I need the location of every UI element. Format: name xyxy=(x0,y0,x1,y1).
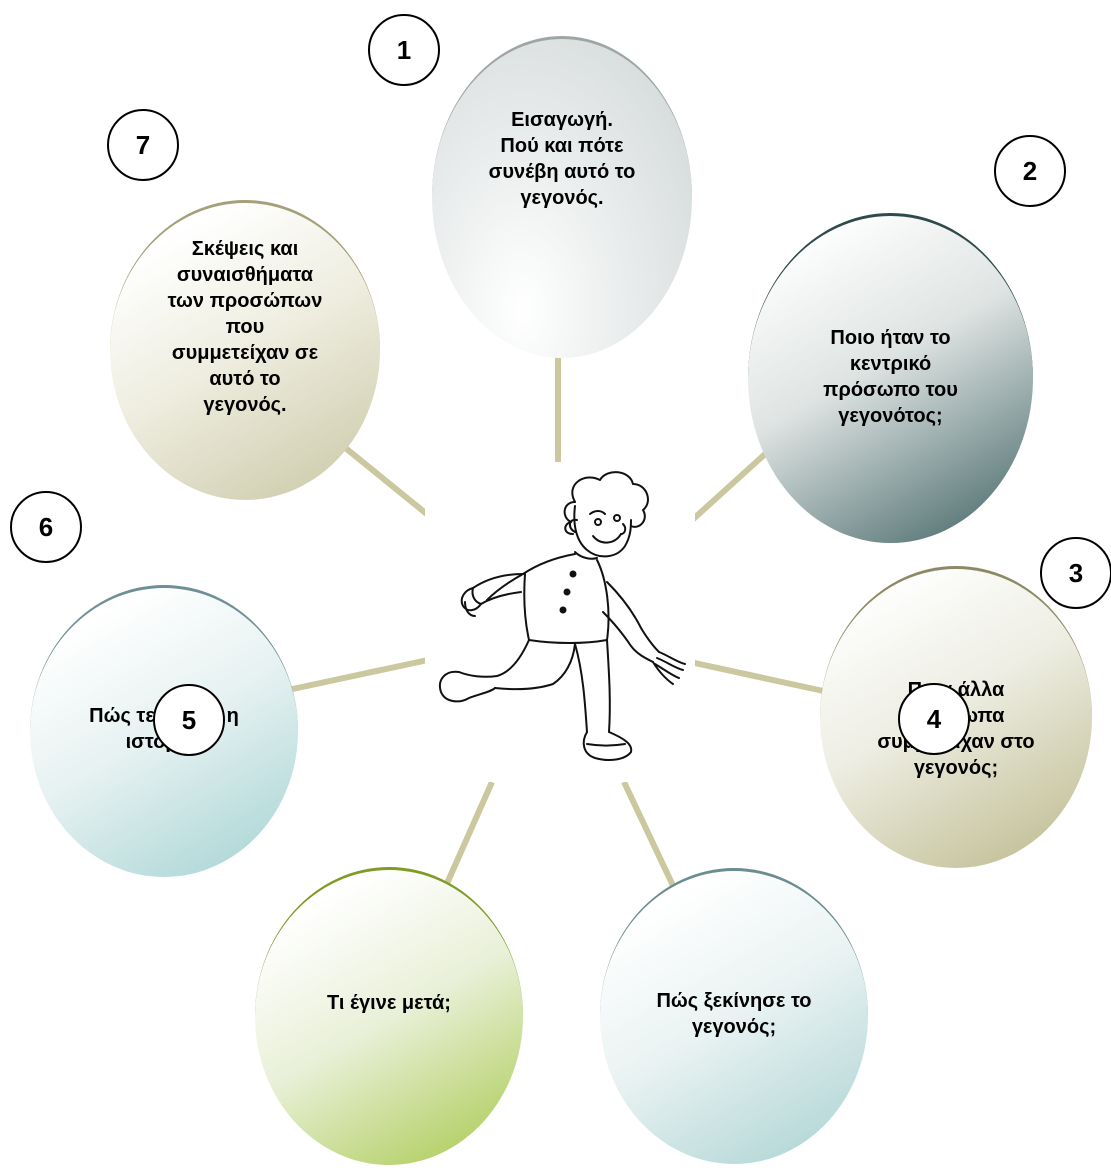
connector-3 xyxy=(689,659,829,695)
bubble-central-person: Ποιο ήταν το κεντρικό πρόσωπο του γεγονό… xyxy=(748,213,1033,543)
step-number-1: 1 xyxy=(368,14,440,86)
bubble-5-text: Τι έγινε μετά; xyxy=(327,991,451,1014)
connector-5 xyxy=(442,780,495,890)
center-figure xyxy=(425,462,695,782)
connector-2 xyxy=(687,442,778,525)
bubble-how-it-started: Πώς ξεκίνησε το γεγονός; xyxy=(600,868,868,1164)
step-number-5: 5 xyxy=(153,684,225,756)
bubble-4-text: Πώς ξεκίνησε το γεγονός; xyxy=(656,990,812,1038)
connector-7 xyxy=(341,443,430,518)
running-boy-drawing xyxy=(439,471,686,761)
bubble-1-text: Εισαγωγή. Πού και πότε συνέβη αυτό το γε… xyxy=(488,108,636,209)
step-number-4: 4 xyxy=(898,683,970,755)
step-number-7: 7 xyxy=(107,109,179,181)
step-number-6: 6 xyxy=(10,491,82,563)
bubble-2-text: Ποιο ήταν το κεντρικό πρόσωπο του γεγονό… xyxy=(823,327,958,427)
bubble-7-text: Σκέψεις και συναισθήματα των προσώπων πο… xyxy=(167,237,323,416)
bubble-introduction: Εισαγωγή. Πού και πότε συνέβη αυτό το γε… xyxy=(432,36,692,358)
step-number-3: 3 xyxy=(1040,537,1111,609)
step-number-2: 2 xyxy=(994,135,1066,207)
connector-4 xyxy=(621,780,679,894)
bubble-thoughts-feelings: Σκέψεις και συναισθήματα των προσώπων πο… xyxy=(110,200,380,500)
bubble-what-happened-next: Τι έγινε μετά; xyxy=(255,867,523,1165)
connector-6 xyxy=(287,657,429,693)
